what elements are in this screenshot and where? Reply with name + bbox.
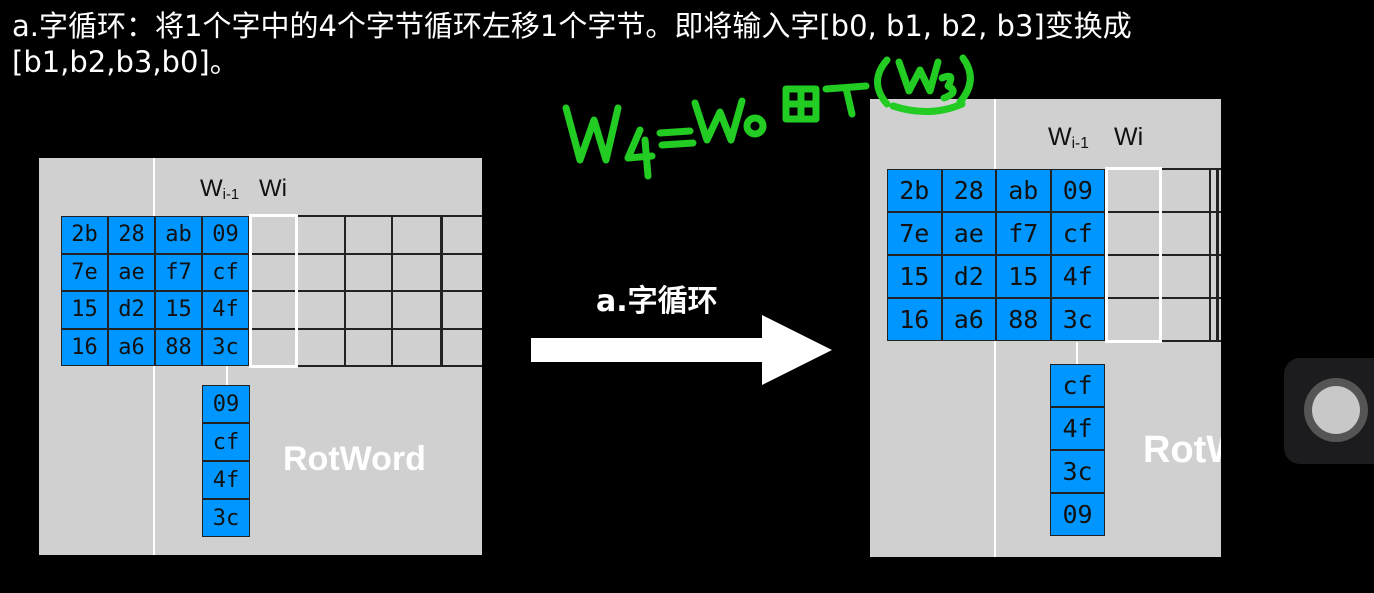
left-grid-cell: 88	[155, 328, 202, 366]
header-text: a.字循环：将1个字中的4个字节循环左移1个字节。即将输入字[b0, b1, b…	[12, 8, 1367, 80]
right-column-cell: cf	[1050, 364, 1105, 407]
right-grid-cell: 3c	[1050, 298, 1105, 341]
left-grid-cell: 16	[61, 328, 108, 366]
left-w-prev-label: Wi-1	[200, 175, 240, 203]
header-line-1: a.字循环：将1个字中的4个字节循环左移1个字节。即将输入字[b0, b1, b…	[12, 9, 1132, 43]
right-grid-cell: d2	[941, 255, 996, 298]
right-grid-line	[1105, 297, 1221, 299]
left-column-cell: 3c	[202, 499, 250, 537]
left-column-cell: cf	[202, 423, 250, 461]
right-grid-cell: ae	[941, 212, 996, 255]
right-grid-cell: 7e	[887, 212, 942, 255]
left-grid-cell: 4f	[202, 291, 249, 329]
right-grid-cell: f7	[996, 212, 1051, 255]
arrow-label: a.字循环	[596, 284, 718, 319]
left-grid-line	[249, 290, 482, 292]
hw-w4-w	[562, 104, 622, 164]
right-column-stem	[1076, 342, 1078, 364]
right-grid-cell: 15	[887, 255, 942, 298]
left-grid-cell: ae	[108, 253, 155, 291]
right-grid-cell: 09	[1050, 169, 1105, 212]
assistive-touch-ring	[1304, 378, 1368, 442]
right-w-prev-label: Wi-1	[1048, 123, 1089, 153]
hw-T	[822, 82, 870, 118]
right-grid-line	[1209, 169, 1211, 341]
left-grid-cell: a6	[108, 328, 155, 366]
right-grid-cell: a6	[941, 298, 996, 341]
left-grid-cell: 3c	[202, 328, 249, 366]
left-grid-line	[249, 215, 482, 217]
left-grid-line	[344, 216, 346, 366]
right-grid-cell: 2b	[887, 169, 942, 212]
hw-oplus-cross	[782, 85, 820, 123]
left-grid-line	[249, 252, 482, 255]
right-grid-cell: cf	[1050, 212, 1105, 255]
right-column-cell: 09	[1050, 493, 1105, 536]
hw-w0-w	[691, 97, 746, 144]
left-rotword-label: RotWord	[283, 440, 426, 478]
right-column-cell: 4f	[1050, 407, 1105, 450]
right-grid-cell: 88	[996, 298, 1051, 341]
right-grid-line	[1105, 211, 1221, 213]
right-wi-column-box	[1105, 167, 1162, 343]
right-diagram-panel: Wi-1 Wi RotW 2b28ab097eaef7cf15d2154f16a…	[870, 99, 1221, 557]
header-line-2: [b1,b2,b3,b0]。	[12, 45, 239, 79]
left-grid-cell: 2b	[61, 216, 108, 254]
hw-oplus-box	[782, 85, 820, 123]
right-rotword-label: RotW	[1143, 429, 1221, 471]
right-column-cell: 3c	[1050, 450, 1105, 493]
hw-w0-0	[743, 114, 767, 138]
left-grid-line	[249, 327, 482, 330]
left-wi-column-box	[249, 214, 298, 368]
left-grid-line	[391, 216, 393, 366]
assistive-touch-button[interactable]	[1284, 358, 1374, 464]
arrow-shape	[531, 315, 832, 385]
right-grid-line	[1216, 169, 1219, 341]
left-grid-cell: cf	[202, 253, 249, 291]
assistive-touch-knob	[1312, 386, 1360, 434]
left-grid-cell: 09	[202, 216, 249, 254]
right-w-cur-label: Wi	[1114, 123, 1144, 151]
right-grid-cell: 16	[887, 298, 942, 341]
hw-w4-4	[624, 126, 656, 180]
right-grid-cell: ab	[996, 169, 1051, 212]
left-column-stem	[226, 366, 228, 386]
left-grid-cell: 15	[61, 291, 108, 329]
right-grid-cell: 15	[996, 255, 1051, 298]
right-grid-cell: 4f	[1050, 255, 1105, 298]
left-column-cell: 09	[202, 385, 250, 423]
left-grid-cell: 7e	[61, 253, 108, 291]
left-grid-cell: 15	[155, 291, 202, 329]
left-w-cur-label: Wi	[259, 175, 287, 202]
left-grid-cell: f7	[155, 253, 202, 291]
left-grid-cell: 28	[108, 216, 155, 254]
right-grid-line	[1105, 340, 1221, 342]
left-column-cell: 4f	[202, 461, 250, 499]
left-grid-cell: ab	[155, 216, 202, 254]
left-grid-cell: d2	[108, 291, 155, 329]
hw-equals	[656, 127, 697, 149]
left-grid-line	[249, 365, 482, 367]
left-grid-line	[440, 216, 443, 366]
right-grid-line	[1105, 254, 1221, 256]
right-grid-cell: 28	[941, 169, 996, 212]
right-grid-line	[1105, 168, 1221, 170]
